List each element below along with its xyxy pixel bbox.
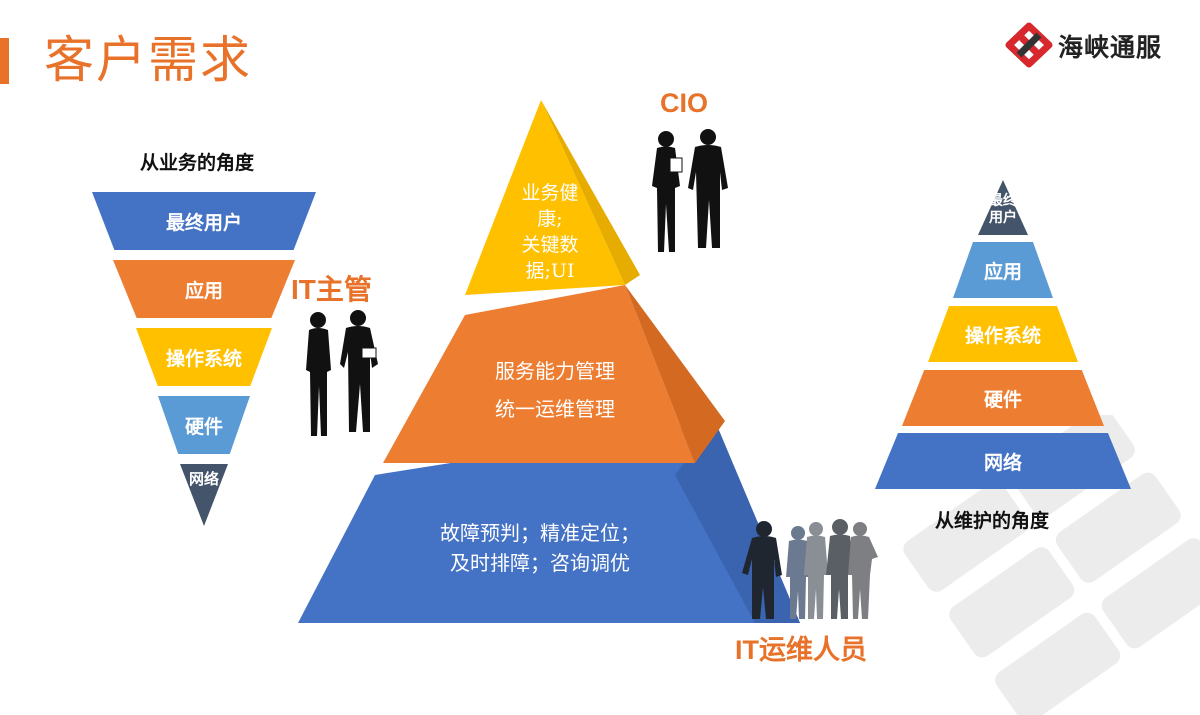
funnel-layer-application: 应用	[113, 260, 295, 318]
pyramid-layer-hardware: 硬件	[902, 370, 1104, 426]
title-accent-bar	[0, 38, 9, 84]
logo-text: 海峡通服	[1058, 34, 1163, 62]
funnel-layer-label: 最终用户	[165, 212, 242, 234]
pyramid-top-text: 业务健 康; 关键数 据;UI	[495, 180, 605, 284]
executive-silhouette-icon	[652, 129, 728, 252]
right-pyramid-heading: 从维护的角度	[935, 511, 1050, 532]
manager-silhouette-icon	[306, 310, 378, 436]
pyramid-layer-os: 操作系统	[928, 306, 1078, 362]
left-funnel-heading: 从业务的角度	[140, 153, 255, 174]
pyramid-bottom-front	[298, 421, 800, 623]
cio-label: CIO	[660, 88, 709, 118]
pyramid-middle-text: 服务能力管理 统一运维管理	[450, 352, 660, 428]
right-pyramid: 最终用户 应用 操作系统 硬件 网络	[873, 180, 1133, 492]
funnel-layer-label: 操作系统	[165, 348, 242, 370]
funnel-layer-label: 应用	[184, 280, 223, 302]
ops-staff-silhouette-icon	[742, 519, 878, 619]
pyramid-middle-front	[383, 285, 695, 463]
pyramid-layer-label: 应用	[983, 261, 1022, 283]
pyramid-layer-label: 硬件	[983, 389, 1022, 411]
pyramid-middle-line: 统一运维管理	[495, 397, 615, 421]
pyramid-middle-side	[625, 285, 725, 463]
pyramid-top-front	[465, 100, 625, 295]
left-funnel: 最终用户 应用 操作系统 硬件 网络	[90, 192, 320, 527]
pyramid-top-line: 康;	[537, 208, 563, 230]
pyramid-top-side	[541, 100, 640, 285]
pyramid-bottom-line: 及时排障；咨询调优	[450, 551, 630, 575]
funnel-network-label: 网络	[188, 471, 219, 488]
page-title: 客户需求	[44, 32, 252, 88]
pyramid-layer-application: 应用	[953, 242, 1053, 298]
pyramid-layer-network: 网络	[875, 433, 1131, 489]
pyramid-top-line: 关键数	[521, 234, 579, 256]
it-ops-label: IT运维人员	[735, 635, 867, 665]
pyramid-bottom-text: 故障预判；精准定位； 及时排障；咨询调优	[400, 518, 680, 578]
funnel-layer-label: 硬件	[184, 416, 223, 438]
pyramid-layer-label: 操作系统	[964, 325, 1041, 347]
pyramid-bottom-line: 故障预判；精准定位；	[440, 521, 640, 545]
pyramid-end-user-label: 最终用户	[989, 192, 1017, 225]
pyramid-top-line: 业务健	[521, 182, 579, 204]
pyramid-top-line: 据;UI	[525, 260, 575, 282]
pyramid-middle-line: 服务能力管理	[495, 359, 615, 383]
funnel-layer-end-user: 最终用户	[92, 192, 316, 250]
pyramid-layer-label: 网络	[983, 452, 1022, 474]
logo-icon	[1005, 22, 1053, 68]
funnel-layer-os: 操作系统	[136, 328, 272, 386]
funnel-layer-hardware: 硬件	[158, 396, 250, 454]
it-manager-label: IT主管	[291, 274, 372, 305]
